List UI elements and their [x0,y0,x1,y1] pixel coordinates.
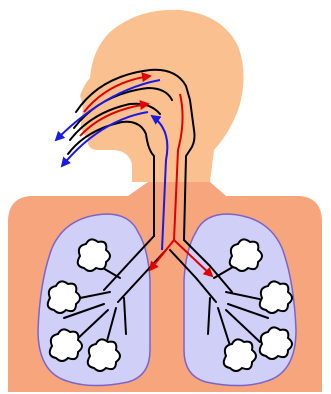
head [80,10,244,182]
alveoli-cluster-right-lower [224,339,256,371]
alveoli-cluster-right-bottom [260,327,292,359]
alveoli-cluster-left-top [78,239,110,271]
alveoli-cluster-left-mid [48,281,80,313]
alveoli-cluster-left-bottom [50,329,82,361]
alveoli-cluster-right-mid [260,281,292,313]
alveoli-cluster-left-lower [88,339,120,371]
alveoli-cluster-right-top [230,239,262,271]
